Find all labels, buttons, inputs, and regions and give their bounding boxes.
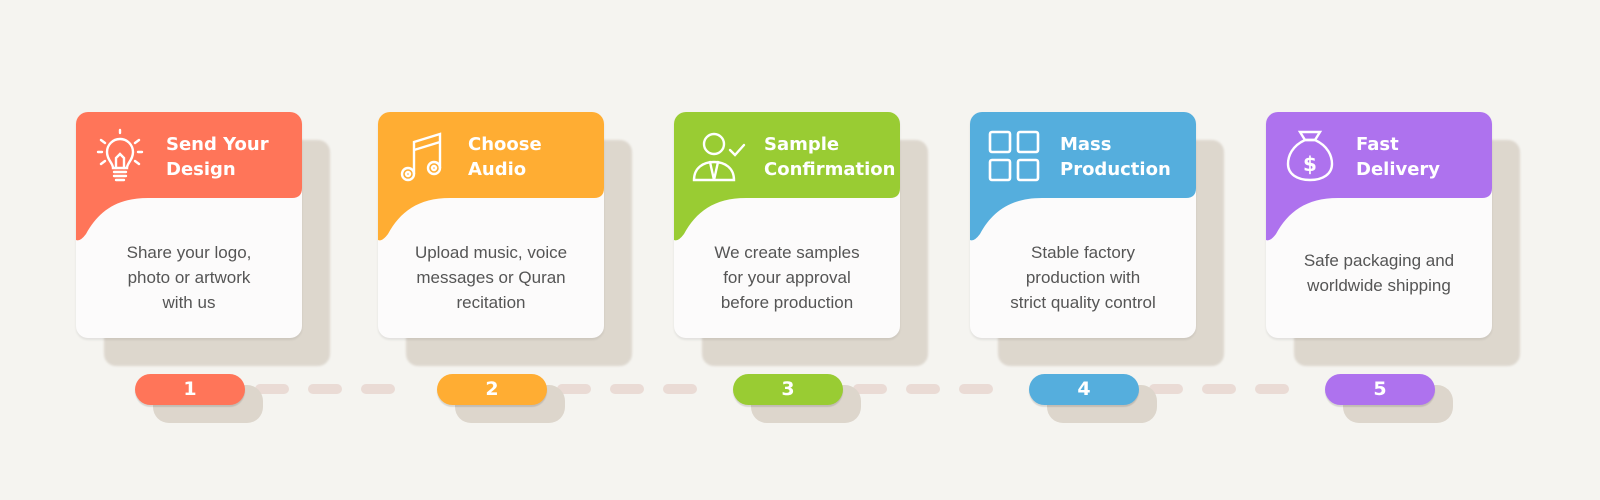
connector-dash — [557, 384, 591, 394]
music-note-icon — [400, 132, 442, 182]
connector-dash — [959, 384, 993, 394]
card-header-shape — [674, 112, 900, 241]
card-header-shape — [970, 112, 1196, 241]
step-number-badge-3: 3 — [733, 374, 843, 405]
connector-dash — [308, 384, 342, 394]
connector-dash — [1149, 384, 1183, 394]
connector-dash — [663, 384, 697, 394]
step-number-badge-4: 4 — [1029, 374, 1139, 405]
step-number-badge-2: 2 — [437, 374, 547, 405]
connector-dash — [1255, 384, 1289, 394]
connector-dash — [853, 384, 887, 394]
connector-dash — [610, 384, 644, 394]
card-header-shape — [76, 112, 302, 241]
connector-dash — [255, 384, 289, 394]
svg-text:$: $ — [1303, 152, 1317, 176]
connector-dash — [1202, 384, 1236, 394]
money-bag-icon: $ — [1286, 130, 1334, 182]
step-number-badge-5: 5 — [1325, 374, 1435, 405]
user-check-icon — [692, 132, 746, 182]
step-number-badge-1: 1 — [135, 374, 245, 405]
connector-dash — [906, 384, 940, 394]
grid-icon — [988, 130, 1040, 182]
lightbulb-icon — [96, 128, 144, 182]
connector-dash — [361, 384, 395, 394]
